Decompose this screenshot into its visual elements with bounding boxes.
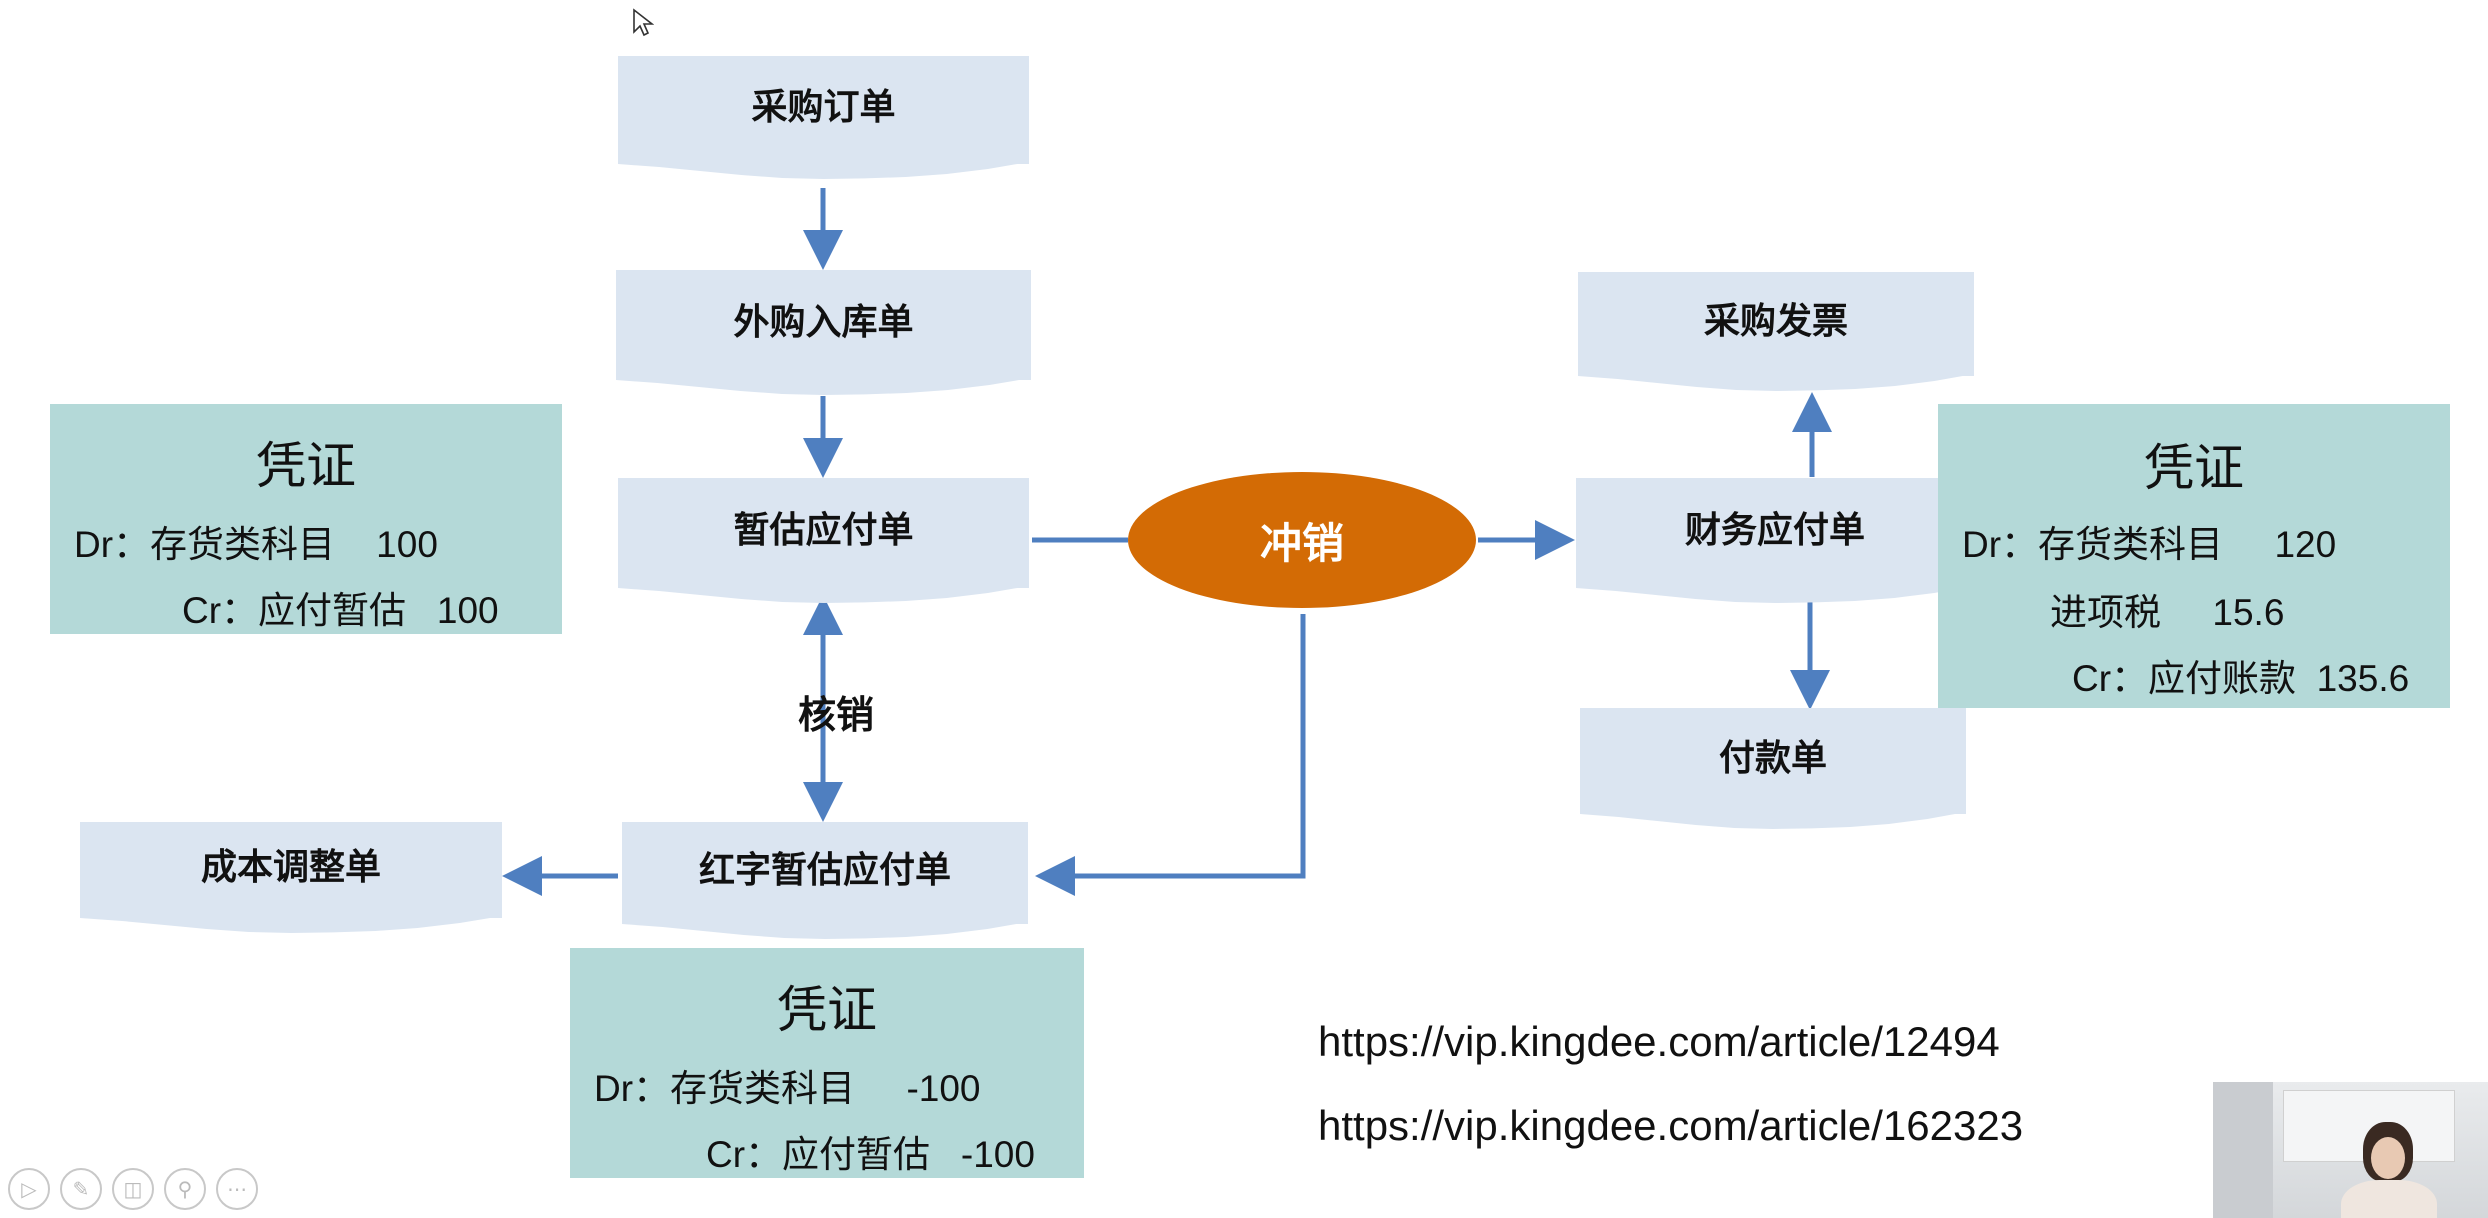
voucher-right-line-2: 进项税 15.6 (2050, 592, 2285, 633)
play-icon[interactable]: ▷ (8, 1168, 50, 1210)
node-outsourced-receipt: 外购入库单 (616, 270, 1031, 380)
node-payment: 付款单 (1580, 708, 1966, 814)
more-icon[interactable]: ⋯ (216, 1168, 258, 1210)
node-purchase-invoice: 采购发票 (1578, 272, 1974, 376)
voucher-left: 凭证 Dr：存货类科目 100 Cr：应付暂估 100 (50, 404, 562, 634)
node-cost-adjustment: 成本调整单 (80, 822, 502, 918)
voucher-right-line-1: Dr：存货类科目 120 (1962, 524, 2337, 565)
cursor-icon (633, 8, 654, 37)
slides-icon[interactable]: ◫ (112, 1168, 154, 1210)
node-purchase-order: 采购订单 (618, 56, 1029, 164)
zoom-icon[interactable]: ⚲ (164, 1168, 206, 1210)
node-estimated-payable: 暂估应付单 (618, 478, 1029, 588)
voucher-right-title: 凭证 (2144, 440, 2244, 496)
voucher-bottom-line-2: Cr：应付暂估 -100 (706, 1134, 1035, 1175)
voucher-bottom: 凭证 Dr：存货类科目 -100 Cr：应付暂估 -100 (570, 948, 1084, 1178)
offset-ellipse: 冲销 (1128, 472, 1476, 608)
node-red-estimated-payable: 红字暂估应付单 (622, 822, 1028, 924)
reference-link-2[interactable]: https://vip.kingdee.com/article/162323 (1318, 1102, 2024, 1149)
voucher-left-line-2: Cr：应付暂估 100 (182, 590, 499, 631)
pen-icon[interactable]: ✎ (60, 1168, 102, 1210)
presentation-toolbar: ▷ ✎ ◫ ⚲ ⋯ (8, 1168, 258, 1210)
presenter-video (2213, 1082, 2488, 1218)
voucher-bottom-title: 凭证 (777, 982, 877, 1038)
arrow-offset-to-red (1035, 614, 1306, 896)
voucher-left-line-1: Dr：存货类科目 100 (74, 524, 438, 565)
voucher-right-line-3: Cr：应付账款 135.6 (2072, 658, 2410, 699)
reference-link-1[interactable]: https://vip.kingdee.com/article/12494 (1318, 1018, 2000, 1065)
voucher-left-title: 凭证 (256, 438, 356, 494)
voucher-right: 凭证 Dr：存货类科目 120 进项税 15.6 Cr：应付账款 135.6 (1938, 404, 2450, 708)
voucher-bottom-line-1: Dr：存货类科目 -100 (594, 1068, 981, 1109)
offset-label: 冲销 (1259, 518, 1344, 568)
node-financial-payable: 财务应付单 (1576, 478, 1974, 588)
writeoff-label: 核销 (798, 693, 875, 737)
